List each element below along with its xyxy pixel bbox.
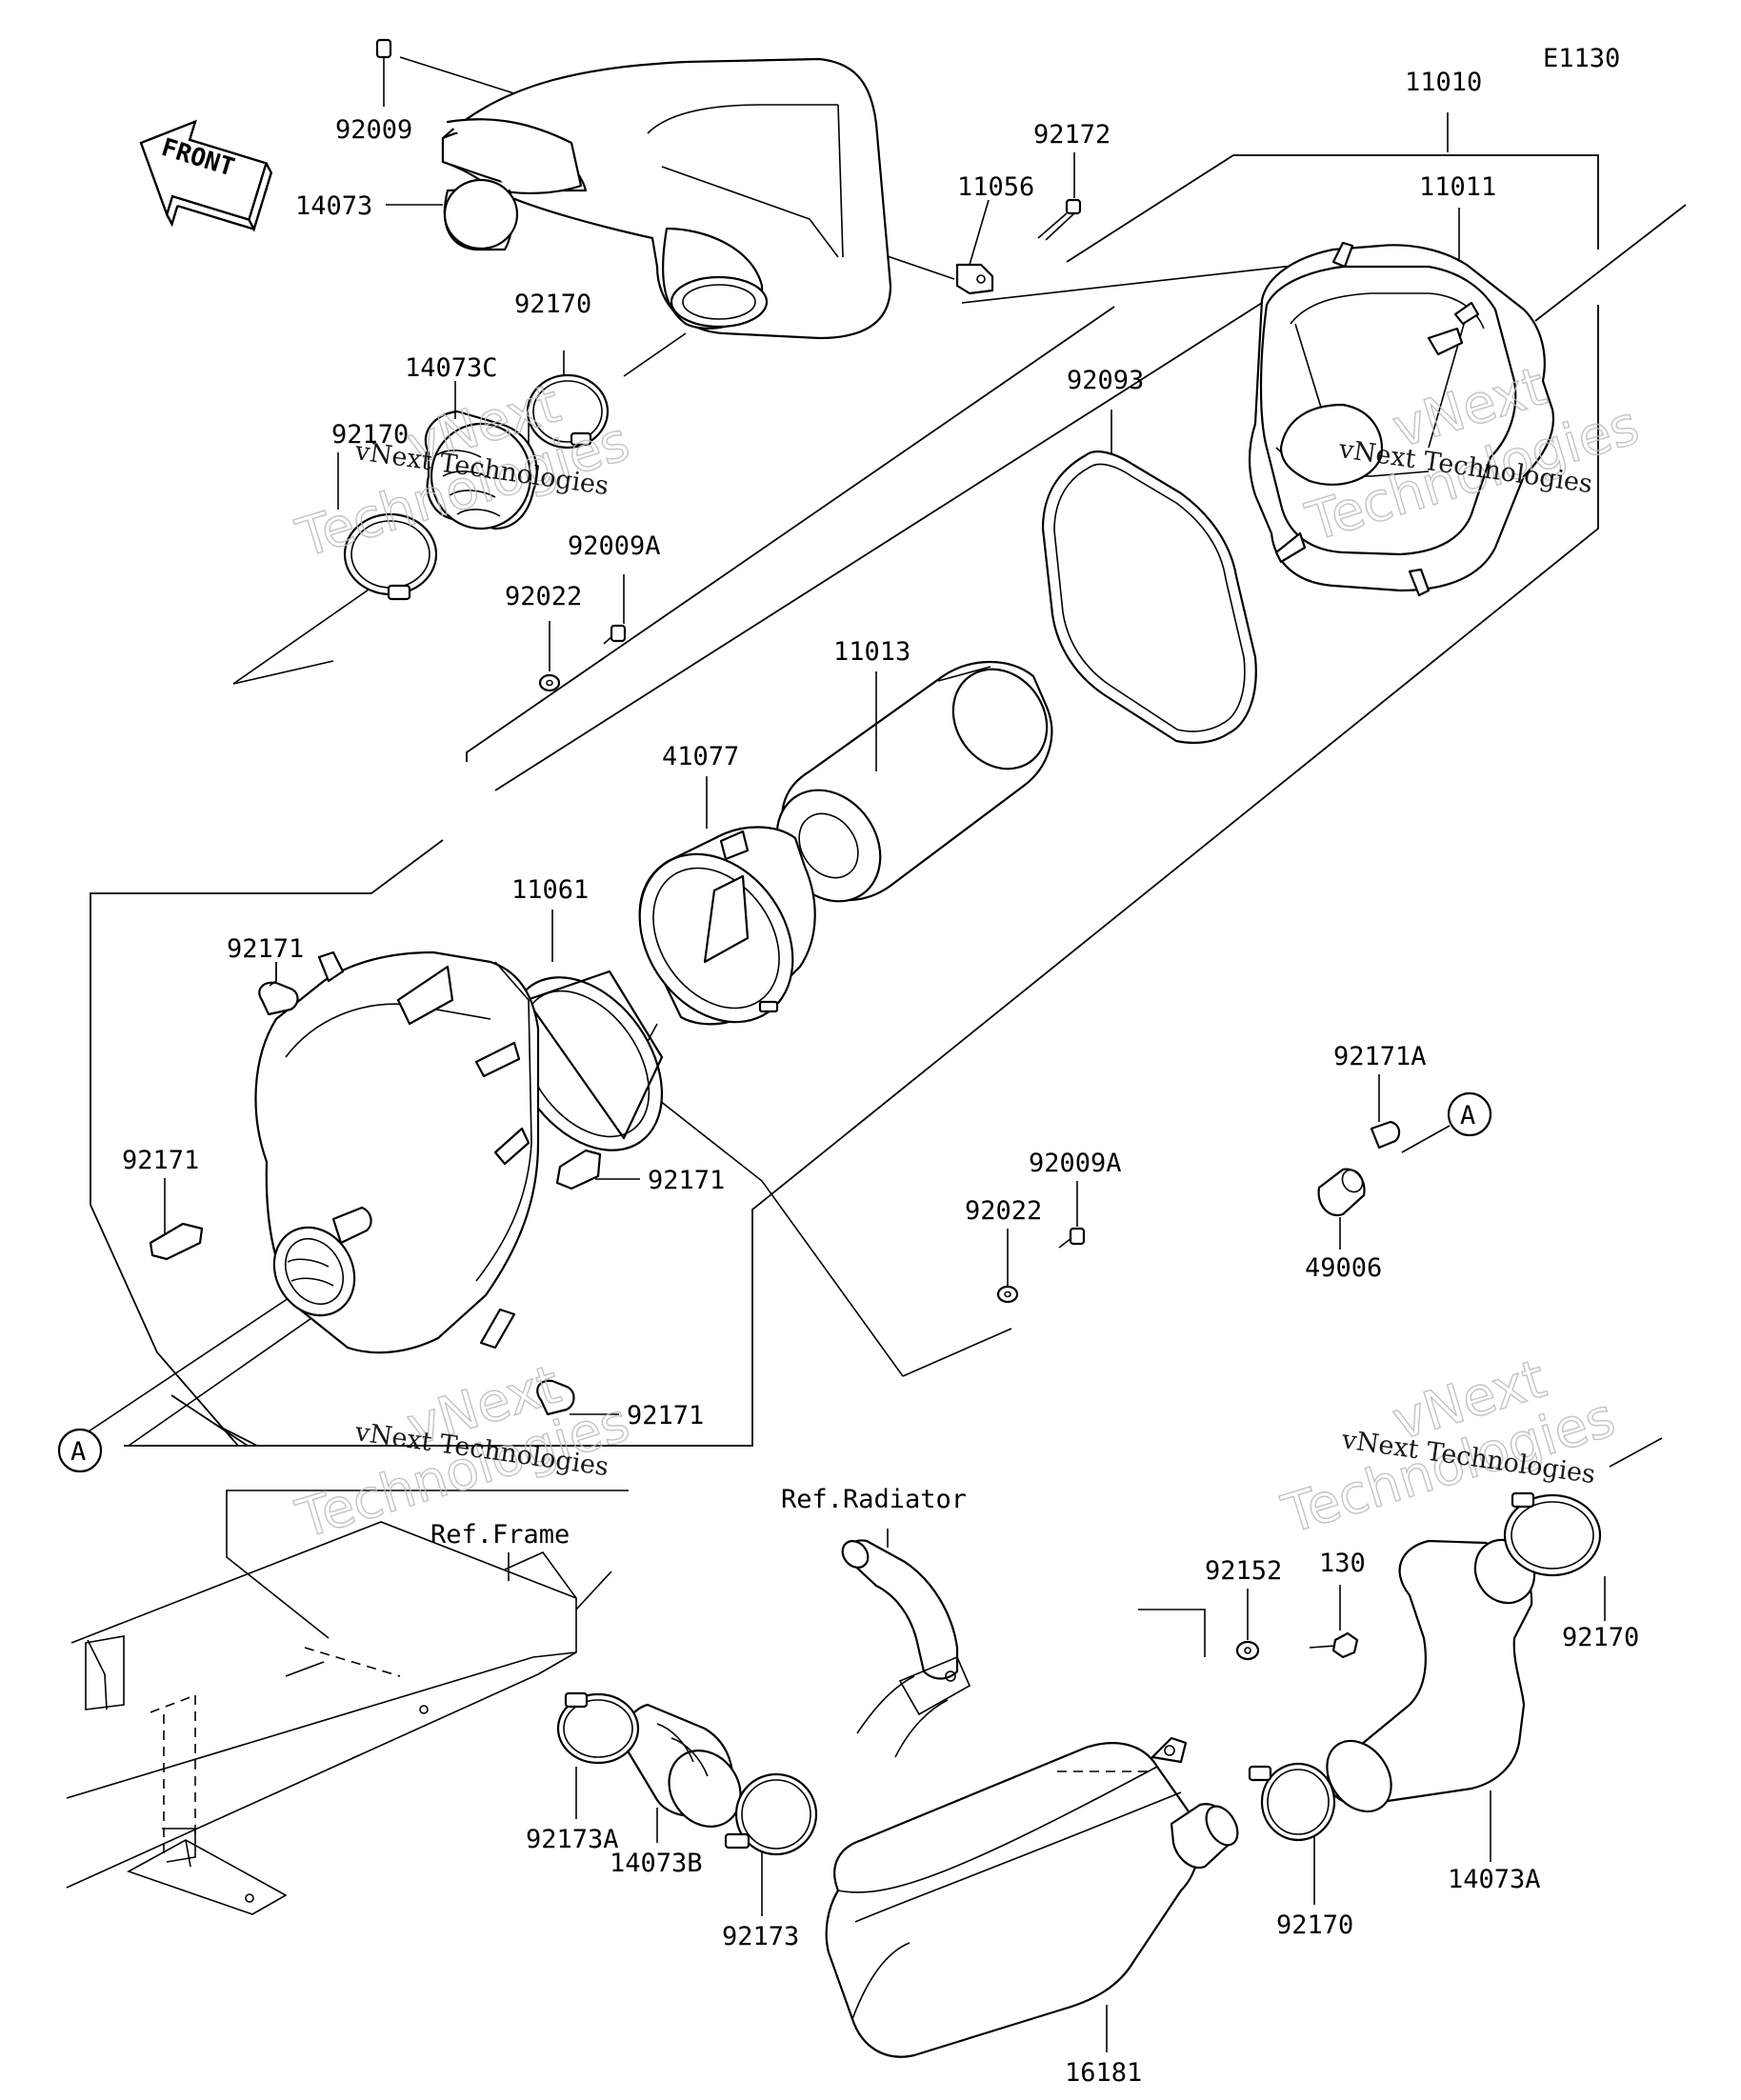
- bracket-11056: [955, 263, 994, 295]
- duct-14073a: [1326, 1538, 1536, 1813]
- label-92170-c: 92170: [1562, 1623, 1639, 1652]
- label-leaders: [164, 69, 1606, 2052]
- label-92173a: 92173A: [526, 1825, 619, 1854]
- label-92170-b: 92170: [331, 420, 409, 450]
- clip-92171-right: [555, 1149, 602, 1190]
- screw-92009a-lower: [1058, 1227, 1086, 1249]
- label-14073c: 14073C: [405, 353, 498, 383]
- hose-clamp-92170-duct-bottom: [1248, 1762, 1336, 1842]
- label-92009a-1: 92009A: [568, 531, 661, 561]
- label-92022-2: 92022: [965, 1196, 1042, 1226]
- label-ref-radiator: Ref.Radiator: [781, 1485, 967, 1514]
- label-11056: 11056: [957, 172, 1034, 202]
- air-cleaner-case-11011: [1248, 241, 1555, 597]
- assembly-outline: [90, 154, 1687, 1447]
- air-cleaner-cover: [254, 950, 540, 1354]
- label-92171-1: 92171: [227, 934, 304, 964]
- air-duct-14073: [441, 57, 892, 340]
- bolt-130: [1309, 1631, 1359, 1659]
- label-92170-d: 92170: [1276, 1910, 1353, 1940]
- part-labels: 92009 14073 92170 14073C 92170 92009A 92…: [122, 68, 1639, 2088]
- label-11013: 11013: [833, 637, 911, 667]
- label-92171-3: 92171: [648, 1166, 725, 1195]
- callout-a-left: A: [57, 1428, 103, 1473]
- reference-frame: [66, 1521, 577, 1915]
- air-filter-element-11013: [775, 661, 1053, 903]
- hose-clamp-92173: [724, 1772, 818, 1856]
- front-arrow-icon: [139, 119, 273, 232]
- label-49006: 49006: [1305, 1253, 1382, 1283]
- clip-92171-bottom: [536, 1379, 575, 1416]
- label-92173: 92173: [722, 1922, 799, 1951]
- washer-92022-lower: [996, 1285, 1019, 1304]
- label-92170-a: 92170: [514, 290, 591, 319]
- screw-92009: [375, 38, 392, 69]
- gasket-92093: [1041, 450, 1257, 744]
- svg-text:A: A: [1460, 1101, 1475, 1130]
- screw-92172: [1037, 198, 1082, 241]
- ring-11061: [508, 970, 664, 1151]
- label-92022-1: 92022: [505, 582, 582, 611]
- label-14073b: 14073B: [610, 1849, 703, 1878]
- label-92152: 92152: [1205, 1556, 1282, 1586]
- label-11011: 11011: [1419, 172, 1496, 202]
- label-130: 130: [1319, 1549, 1366, 1578]
- label-11010: 11010: [1405, 68, 1482, 97]
- label-ref-frame: Ref.Frame: [430, 1520, 570, 1550]
- hose-clamp-92170-lower: [343, 512, 438, 601]
- reference-radiator: [841, 1539, 971, 1758]
- element-holder-41077: [638, 826, 816, 1026]
- callout-a-right: A: [1447, 1091, 1492, 1137]
- hose-clamp-92173a: [556, 1691, 640, 1765]
- washer-92022-upper: [538, 673, 561, 692]
- label-14073a: 14073A: [1448, 1865, 1541, 1894]
- label-92009a-2: 92009A: [1029, 1149, 1122, 1178]
- label-16181: 16181: [1065, 2058, 1142, 2088]
- label-92009: 92009: [335, 115, 412, 145]
- label-92172: 92172: [1033, 120, 1111, 150]
- label-14073: 14073: [295, 191, 372, 221]
- boot-14073b: [624, 1703, 742, 1828]
- label-92093: 92093: [1067, 366, 1144, 395]
- silencer-16181: [825, 1736, 1239, 2058]
- hose-clamp-92170-duct-top: [1503, 1491, 1602, 1577]
- boot-14073c: [424, 410, 538, 530]
- label-41077: 41077: [662, 742, 739, 771]
- washer-92152: [1235, 1640, 1260, 1661]
- clip-92171-top: [258, 981, 299, 1016]
- cap-49006: [1317, 1168, 1366, 1217]
- screw-92009a-upper: [603, 624, 627, 645]
- svg-text:A: A: [70, 1437, 86, 1467]
- clip-92171a: [1370, 1120, 1401, 1150]
- label-92171a: 92171A: [1333, 1042, 1427, 1071]
- label-92171-4: 92171: [627, 1401, 704, 1430]
- label-92171-2: 92171: [122, 1146, 199, 1175]
- label-11061: 11061: [511, 875, 589, 905]
- hose-clamp-92170-upper: [526, 373, 610, 450]
- diagram-code: E1130: [1543, 44, 1620, 73]
- clip-92171-left: [149, 1222, 204, 1261]
